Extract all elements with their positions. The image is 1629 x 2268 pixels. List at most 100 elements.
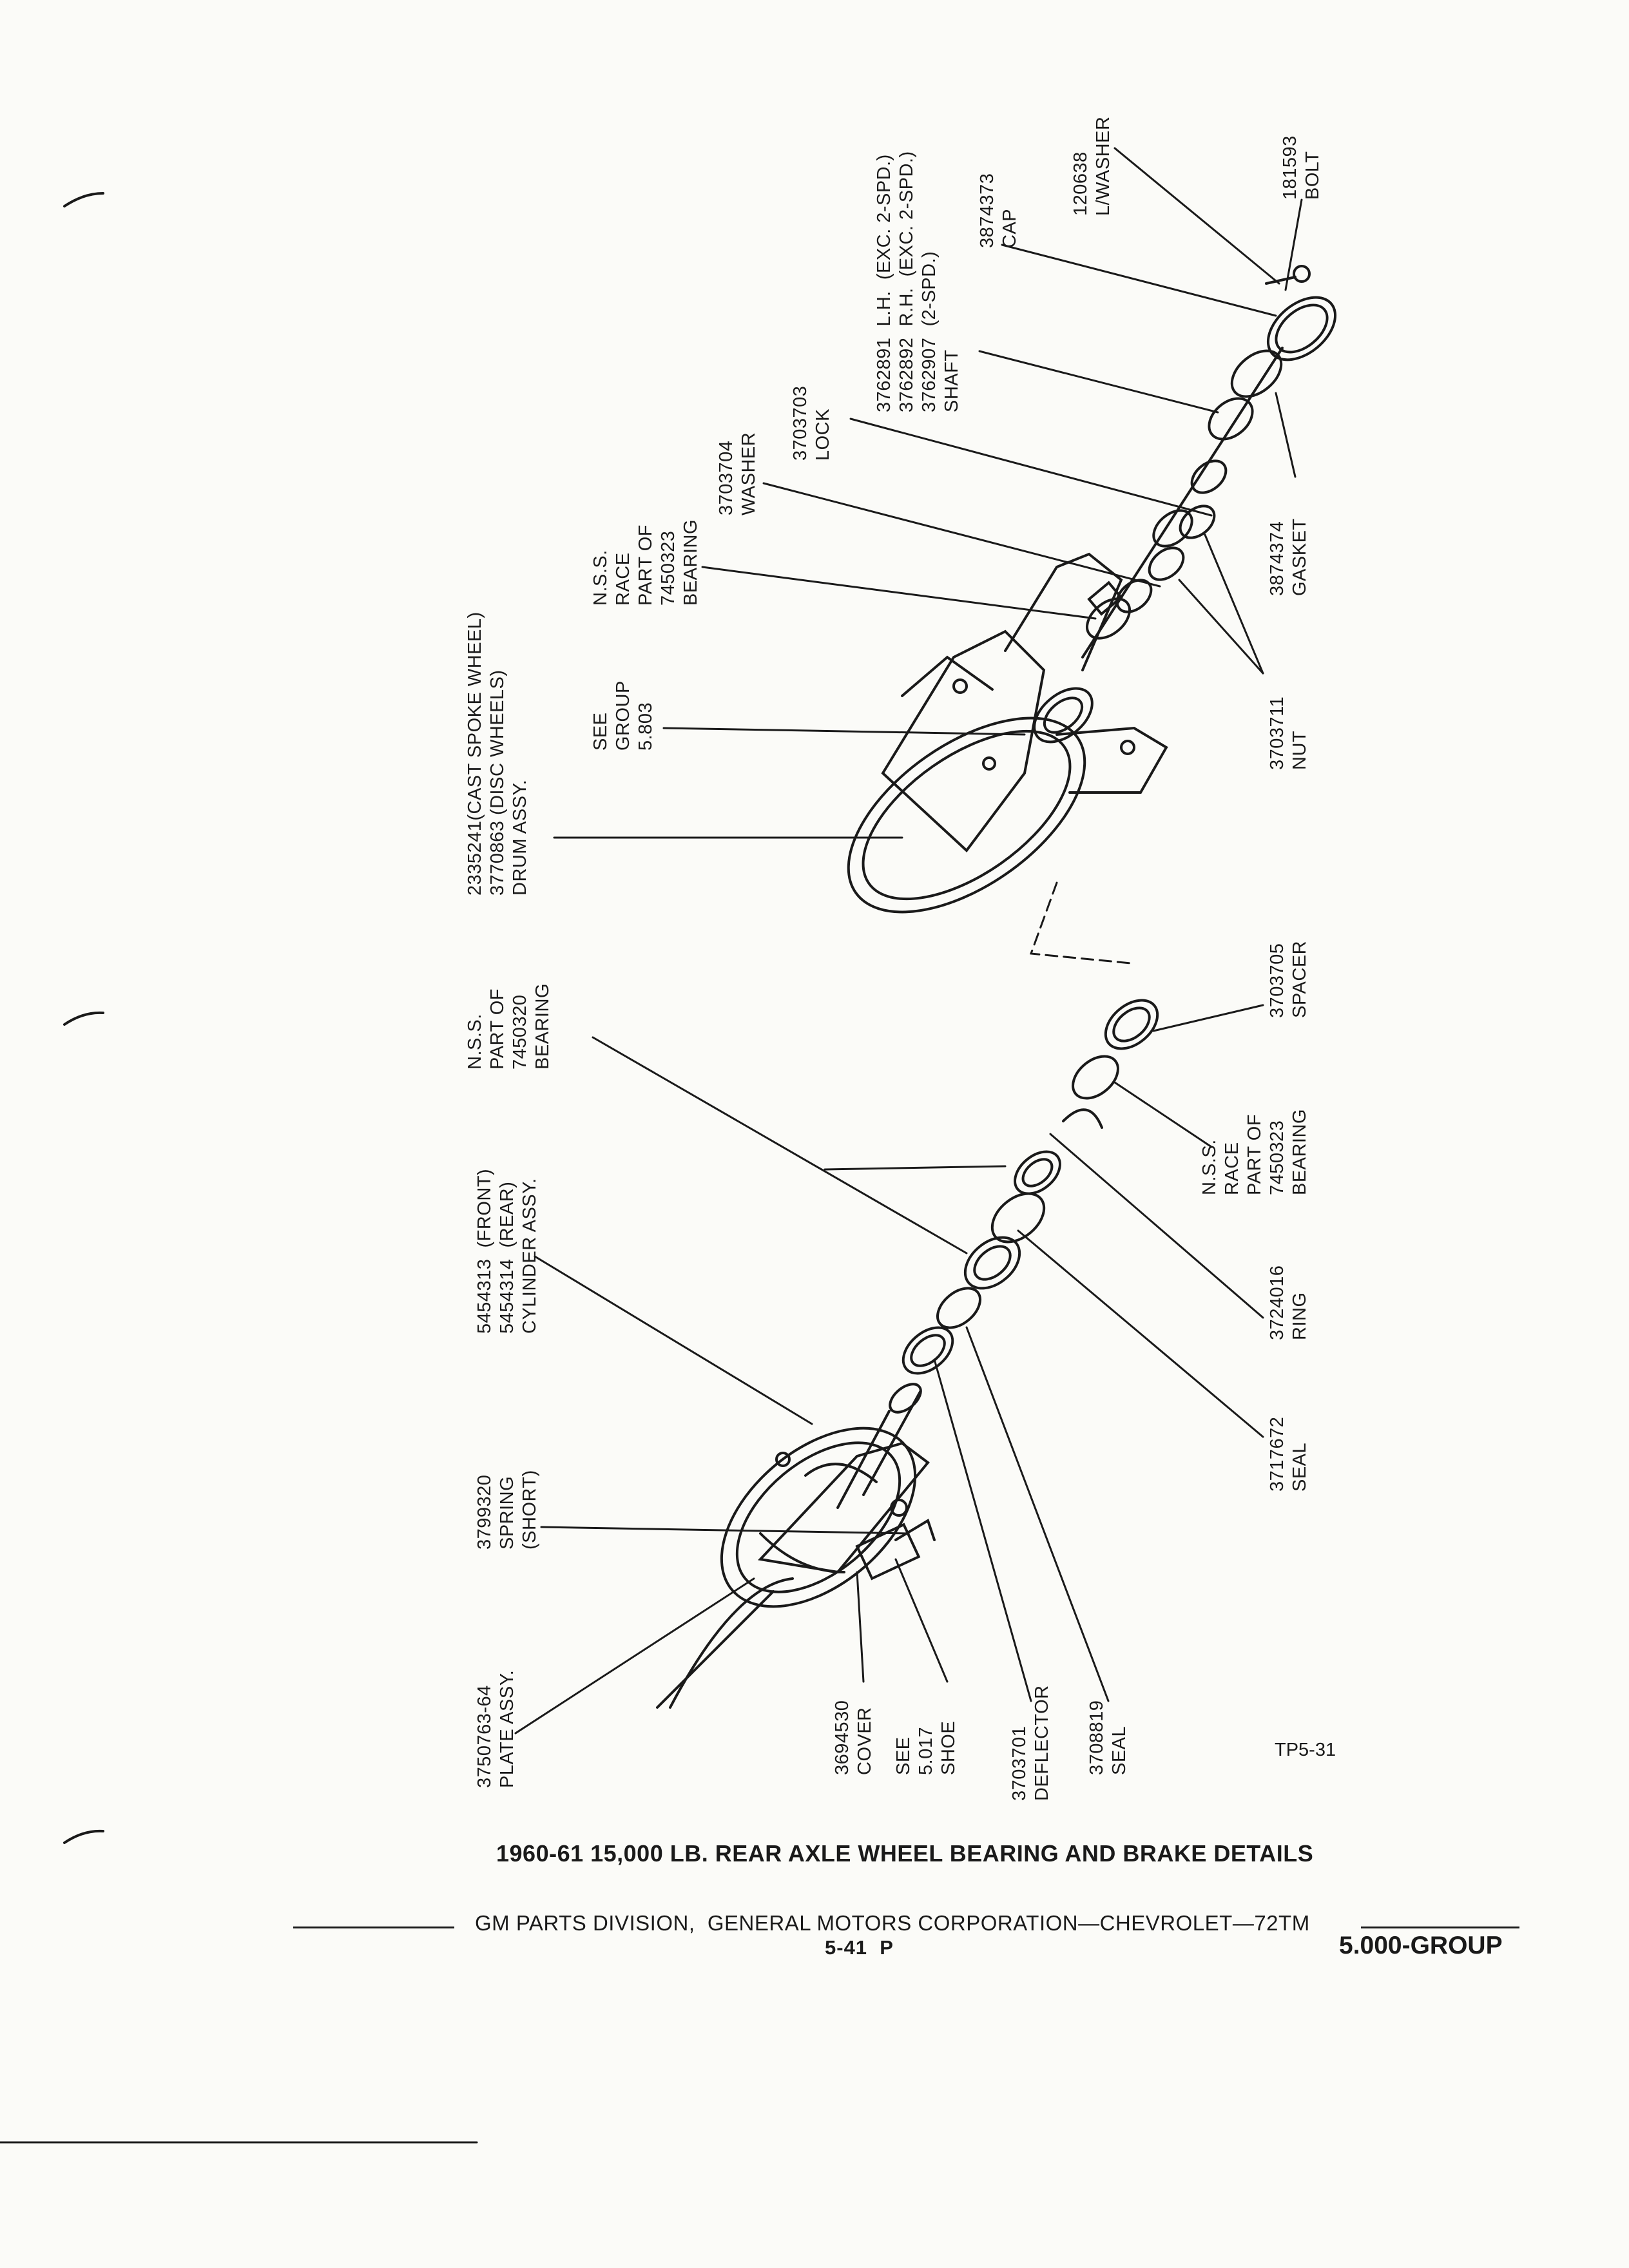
part-name: DRUM ASSY. [510, 779, 530, 896]
callout-washer: 3703704 WASHER [715, 432, 760, 515]
callout-plate: 3750763-64 PLATE ASSY. [474, 1670, 519, 1788]
callout-lwasher: 120638 L/WASHER [1070, 117, 1115, 216]
part-number: 3762892 R.H. (EXC. 2-SPD.) [896, 151, 917, 412]
figure-code: TP5-31 [1275, 1740, 1336, 1760]
part-number: 3770863 (DISC WHEELS) [487, 669, 508, 896]
part-note: PART OF [635, 524, 656, 606]
part-number: 3694530 [832, 1700, 853, 1775]
part-name: WASHER [738, 432, 759, 515]
part-name: CYLINDER ASSY. [519, 1178, 540, 1334]
callout-seal-3708819: 3708819 SEAL [1086, 1700, 1131, 1775]
callout-bearing-cone: N.S.S. PART OF 7450320 BEARING [464, 983, 554, 1070]
footer-publisher: GM PARTS DIVISION, GENERAL MOTORS CORPOR… [475, 1911, 1310, 1935]
part-note: N.S.S. [1199, 1139, 1220, 1195]
part-number: 3703704 [716, 440, 737, 515]
part-name: BOLT [1302, 151, 1323, 200]
callout-shaft: 3762891 L.H. (EXC. 2-SPD.) 3762892 R.H. … [873, 151, 963, 412]
part-number: 3703703 [790, 385, 811, 461]
callout-ring: 3724016 RING [1266, 1265, 1311, 1340]
brake-plate-assembly [656, 1383, 936, 1709]
part-number: 5454314 (REAR) [497, 1181, 517, 1334]
part-name: COVER [854, 1707, 875, 1775]
part-name: SPRING [497, 1475, 517, 1550]
part-name: RING [1289, 1292, 1310, 1341]
part-name: SPACER [1289, 940, 1310, 1018]
callout-bolt: 181593 BOLT [1279, 135, 1324, 200]
part-name: CAP [999, 208, 1020, 248]
callout-cap: 3874373 CAP [976, 173, 1021, 248]
callout-spacer: 3703705 SPACER [1266, 941, 1311, 1018]
part-name: L/WASHER [1093, 116, 1113, 216]
callout-nut: 3703711 NUT [1266, 697, 1311, 770]
part-name: NUT [1289, 730, 1310, 770]
part-number: 5.017 [916, 1726, 936, 1775]
group-label: 5.000-GROUP [1339, 1932, 1503, 1959]
callout-race-lower: N.S.S. RACE PART OF 7450323 BEARING [1199, 1109, 1311, 1195]
part-name: SEAL [1109, 1725, 1130, 1775]
callout-cylinder: 5454313 (FRONT) 5454314 (REAR) CYLINDER … [474, 1169, 541, 1334]
part-number: 3874373 [977, 173, 998, 248]
page-edge-mark [63, 1829, 104, 1844]
axle-centerline [1029, 881, 1132, 965]
part-name: PLATE ASSY. [497, 1669, 517, 1788]
callout-drum: 2335241(CAST SPOKE WHEEL) 3770863 (DISC … [464, 611, 532, 896]
part-number: 5.803 [635, 702, 656, 751]
part-note: SEE [893, 1736, 914, 1775]
part-number: 3703701 [1009, 1725, 1030, 1801]
part-name: BEARING [1289, 1108, 1310, 1195]
part-number: 2335241(CAST SPOKE WHEEL) [465, 611, 485, 896]
callout-spring: 3799320 SPRING (SHORT) [474, 1470, 541, 1550]
leader-lines [514, 147, 1303, 1735]
part-note: SEE [590, 712, 611, 751]
page-edge-mark [63, 1011, 104, 1026]
callout-cover: 3694530 COVER [831, 1700, 876, 1775]
part-number: 3724016 [1267, 1265, 1287, 1340]
axle-parts [901, 999, 1159, 1375]
part-name: DEFLECTOR [1032, 1685, 1052, 1801]
callout-deflector: 3703701 DEFLECTOR [1008, 1685, 1054, 1801]
part-note: (SHORT) [519, 1470, 540, 1550]
part-number: 3750763-64 [474, 1685, 495, 1788]
callout-race-upper: N.S.S. RACE PART OF 7450323 BEARING [590, 519, 702, 606]
part-number: 3703705 [1267, 943, 1287, 1018]
part-name: RACE [1222, 1142, 1242, 1195]
callout-gasket: 3874374 GASKET [1266, 518, 1311, 596]
hub-end-parts [1081, 265, 1337, 658]
part-name: GASKET [1289, 518, 1310, 596]
part-number: 3762891 L.H. (EXC. 2-SPD.) [874, 154, 894, 412]
part-number: 3874374 [1267, 521, 1287, 596]
part-name: SHAFT [941, 349, 962, 412]
part-name: LOCK [813, 408, 833, 461]
part-number: 120638 [1070, 151, 1091, 216]
drum-assembly [847, 552, 1168, 914]
callout-see-group: SEE GROUP 5.803 [590, 680, 657, 751]
page-number: 5-41 P [825, 1936, 894, 1959]
part-number: 3717672 [1267, 1416, 1287, 1492]
part-name: SHOE [938, 1720, 959, 1775]
footer-rule-left [293, 1927, 454, 1928]
part-number: 7450320 [510, 994, 530, 1070]
part-note: GROUP [613, 680, 633, 751]
part-name: BEARING [680, 519, 701, 606]
part-number: 3708819 [1086, 1700, 1107, 1775]
part-number: 7450323 [658, 530, 679, 606]
page-edge-mark [63, 192, 104, 207]
diagram-title: 1960-61 15,000 LB. REAR AXLE WHEEL BEARI… [496, 1840, 1314, 1867]
callout-lock: 3703703 LOCK [789, 386, 834, 461]
footer-rule-right [1361, 1927, 1519, 1928]
part-note: N.S.S. [465, 1014, 485, 1070]
part-name: SEAL [1289, 1442, 1310, 1492]
part-number: 3703711 [1267, 696, 1287, 770]
part-number: 5454313 (FRONT) [474, 1168, 495, 1334]
part-name: BEARING [532, 983, 553, 1070]
callout-shoe: SEE 5.017 SHOE [892, 1721, 960, 1775]
part-name: RACE [613, 552, 633, 606]
callout-seal-3717672: 3717672 SEAL [1266, 1417, 1311, 1492]
part-number: 181593 [1280, 135, 1300, 200]
part-number: 3799320 [474, 1474, 495, 1550]
part-note: PART OF [487, 988, 508, 1070]
part-number: 3762907 (2-SPD.) [919, 251, 940, 412]
part-note: PART OF [1244, 1114, 1265, 1195]
part-number: 7450323 [1267, 1120, 1287, 1195]
